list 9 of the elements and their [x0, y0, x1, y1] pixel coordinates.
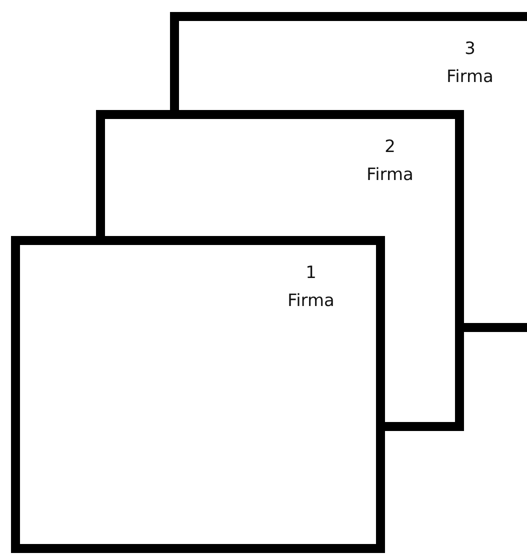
card-label: Firma: [288, 291, 334, 311]
company-card: [170, 12, 527, 110]
card-number: 1: [306, 263, 316, 283]
card-label: Firma: [446, 67, 494, 87]
card-number: 3: [464, 39, 476, 59]
company-card: [11, 236, 385, 553]
card-label: Firma: [366, 165, 414, 185]
card-number: 2: [384, 137, 396, 157]
company-card: [96, 110, 464, 236]
